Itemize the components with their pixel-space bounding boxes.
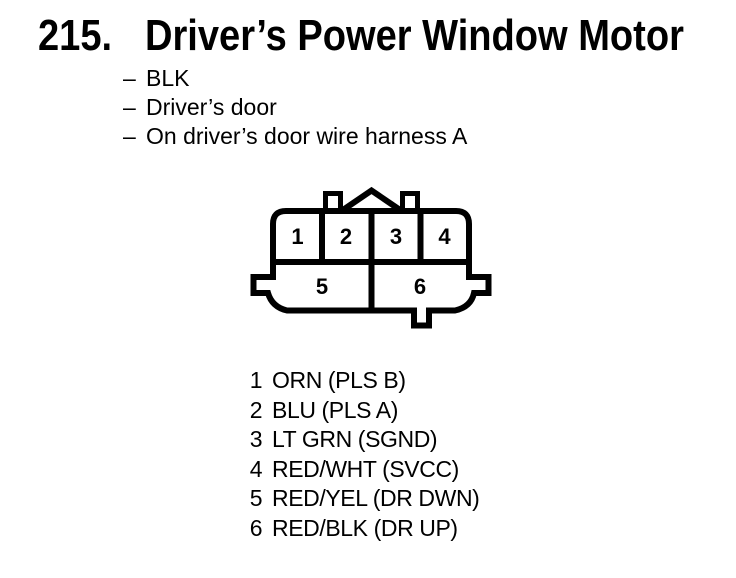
pin-wire-label: LT GRN (SGND) (272, 426, 438, 452)
cavity-number-5: 5 (316, 274, 328, 299)
pin-wire-label: RED/WHT (SVCC) (272, 455, 459, 482)
pinout-list: 1 ORN (PLS B) 2 BLU (PLS A) 3 LT GRN (SG… (248, 366, 480, 544)
figure-number: 215. (38, 14, 124, 58)
pin-number: 3 (249, 426, 263, 452)
note-dash: – (123, 123, 136, 149)
pin-wire-label: RED/YEL (DR DWN) (272, 485, 480, 511)
pinout-row-1: 1 ORN (PLS B) (248, 366, 479, 396)
note-row-color: – BLK (123, 64, 467, 93)
pin-number: 2 (249, 396, 263, 423)
cavity-number-6: 6 (414, 274, 426, 299)
connector-roof-peak (336, 186, 407, 216)
pinout-row-6: 6 RED/BLK (DR UP) (248, 514, 479, 544)
note-row-harness: – On driver’s door wire harness A (123, 122, 467, 151)
cavity-number-3: 3 (390, 224, 402, 249)
pin-number: 5 (249, 485, 263, 511)
note-location: Driver’s door (146, 94, 277, 120)
pinout-row-4: 4 RED/WHT (SVCC) (248, 455, 479, 485)
pinout-row-3: 3 LT GRN (SGND) (248, 425, 479, 455)
pinout-row-5: 5 RED/YEL (DR DWN) (248, 484, 480, 514)
pinout-row-2: 2 BLU (PLS A) (248, 396, 479, 426)
page-title: Driver’s Power Window Motor (145, 14, 736, 58)
pin-wire-label: RED/BLK (DR UP) (272, 514, 458, 541)
pin-wire-label: BLU (PLS A) (272, 396, 398, 423)
pin-number: 1 (249, 367, 263, 393)
cavity-number-4: 4 (438, 224, 451, 249)
note-dash: – (123, 94, 136, 120)
note-row-location: – Driver’s door (123, 93, 467, 122)
note-harness: On driver’s door wire harness A (146, 123, 468, 149)
cavity-number-1: 1 (291, 224, 303, 249)
pin-number: 6 (249, 514, 263, 541)
note-dash: – (123, 65, 136, 91)
note-wire-color: BLK (146, 65, 190, 91)
connector-diagram: 1 2 3 4 5 6 (250, 186, 492, 329)
figure-number-text: 215. (38, 11, 113, 60)
page-title-text: Driver’s Power Window Motor (145, 11, 684, 60)
pin-wire-label: ORN (PLS B) (272, 367, 406, 393)
pin-number: 4 (249, 455, 263, 482)
connector-notes: – BLK – Driver’s door – On driver’s door… (123, 64, 467, 151)
cavity-number-2: 2 (340, 224, 352, 249)
